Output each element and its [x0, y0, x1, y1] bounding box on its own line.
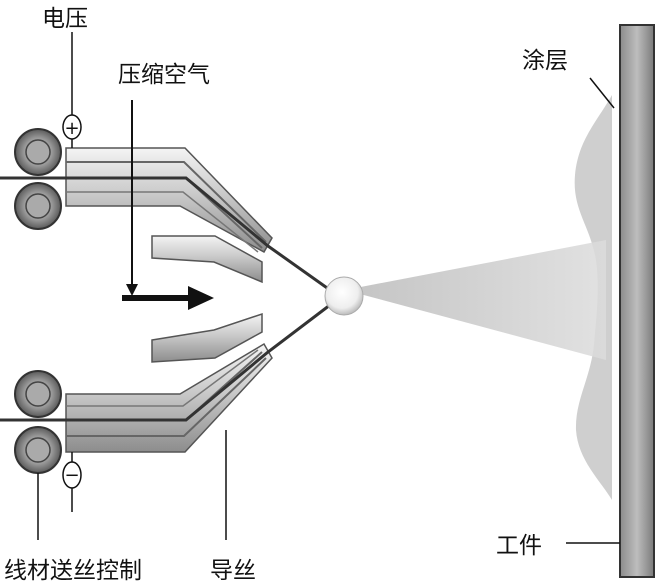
- air-arrow-down-head: [126, 284, 138, 296]
- upper-feed-rollers: [14, 128, 62, 230]
- spray-cone: [345, 240, 606, 360]
- upper-air-deflector: [151, 235, 263, 284]
- coating-label: 涂层: [522, 48, 568, 74]
- workpiece-plate: [619, 24, 655, 578]
- negative-terminal-icon: −: [62, 461, 82, 489]
- guide-wire-label: 导丝: [210, 558, 256, 584]
- positive-terminal-icon: +: [62, 114, 82, 140]
- negative-symbol: −: [64, 465, 79, 486]
- lower-feed-rollers: [14, 370, 62, 474]
- upper-wire: [0, 176, 331, 292]
- wire-feed-control-label: 线材送丝控制: [4, 558, 142, 584]
- coating-leader: [589, 77, 615, 109]
- wires: [0, 176, 331, 422]
- lower-wire: [0, 303, 331, 422]
- air-arrow-right-head: [188, 286, 214, 310]
- voltage-label: 电压: [42, 6, 88, 32]
- workpiece-label: 工件: [496, 533, 542, 559]
- lower-air-deflector: [151, 312, 263, 363]
- compressed-air-label: 压缩空气: [118, 62, 210, 88]
- positive-symbol: +: [64, 118, 79, 139]
- coating-deposit: [574, 95, 612, 500]
- arc-droplet: [324, 276, 364, 316]
